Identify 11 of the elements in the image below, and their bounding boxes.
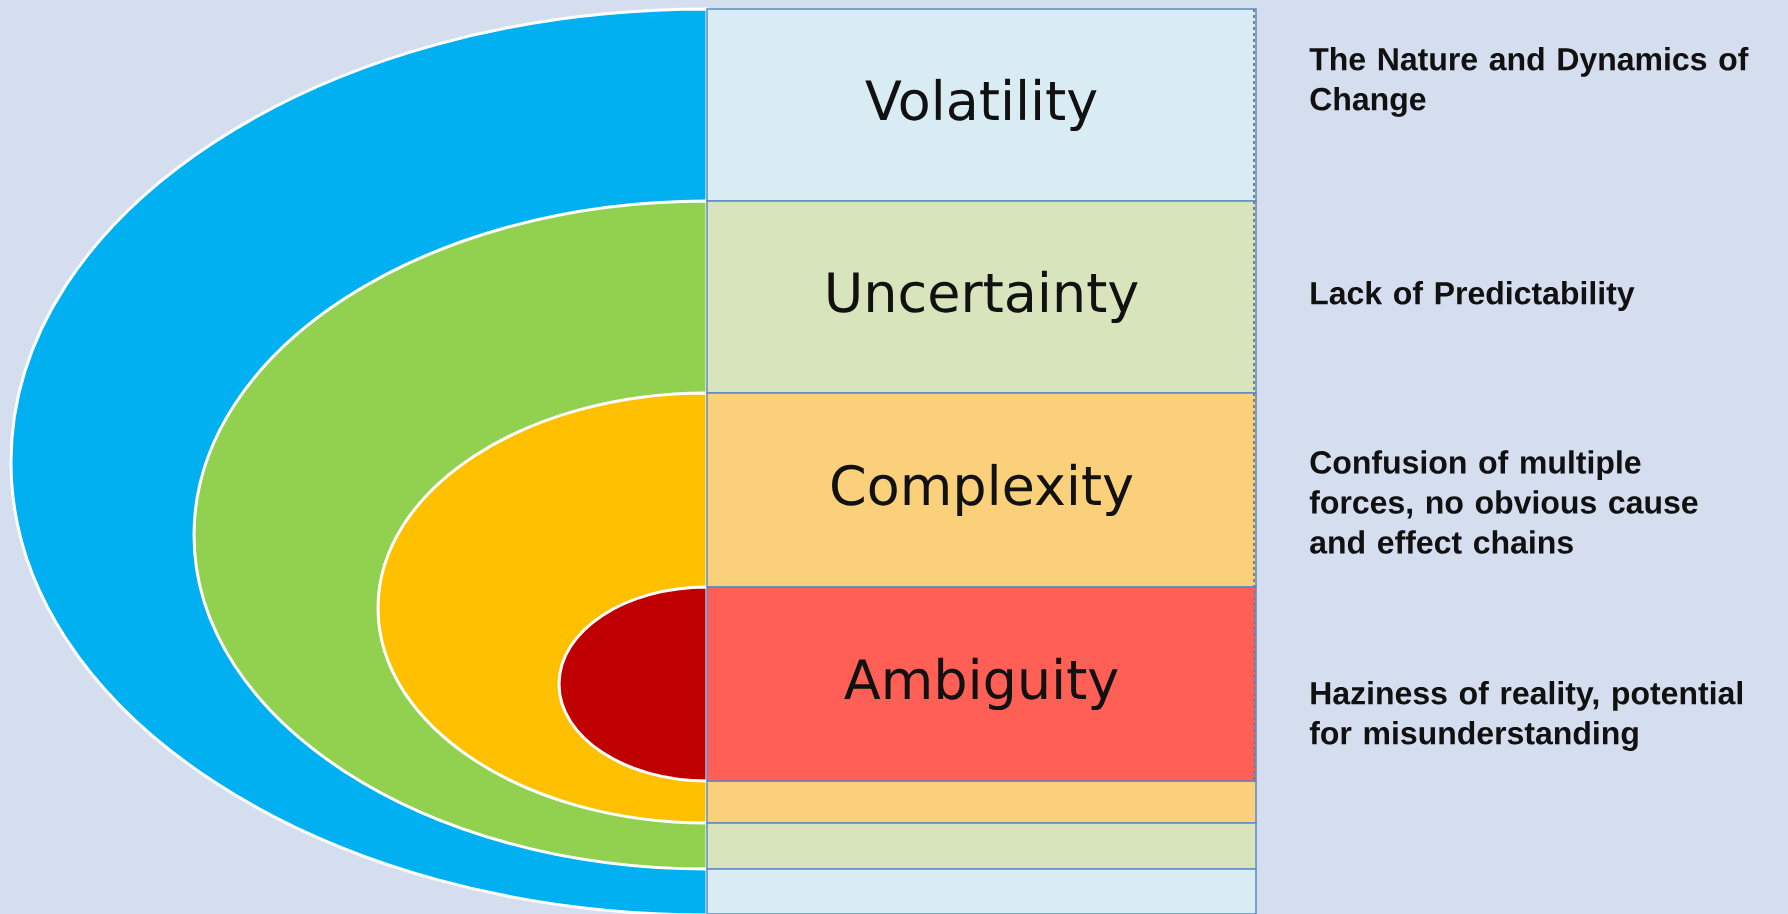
band <box>706 822 1257 870</box>
description-text: Lack of Predictability <box>1311 281 1635 311</box>
word-box: Volatility <box>706 8 1257 202</box>
description-text: The Nature and Dynamics of Change <box>1309 47 1749 117</box>
band <box>706 868 1257 914</box>
word-box: Uncertainty <box>706 200 1257 394</box>
band <box>706 780 1257 824</box>
word-box: Complexity <box>706 392 1257 588</box>
word-box: Ambiguity <box>706 586 1257 782</box>
description-text: Haziness of reality, potential for misunderstanding <box>1309 681 1742 751</box>
description-text: Confusion of multiple forces, no obvious cause and effect chains <box>1309 450 1698 554</box>
